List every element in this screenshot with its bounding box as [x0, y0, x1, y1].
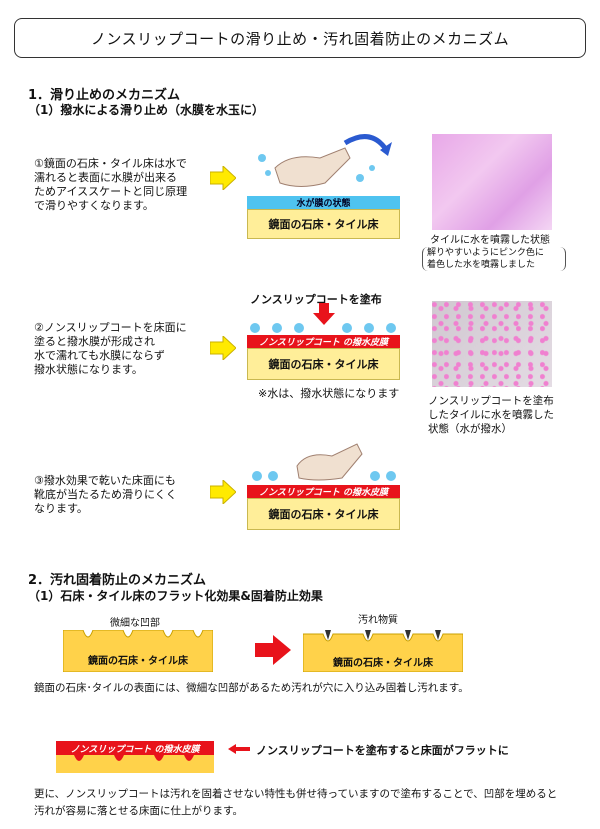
section2-subheading: （1）石床・タイル床のフラット化効果&固着防止効果	[28, 589, 323, 603]
section2-heading: 2．汚れ固着防止のメカニズム	[28, 573, 207, 588]
floor-layer: 鏡面の石床・タイル床	[247, 348, 400, 380]
repellent-film-layer: ノンスリップコート の撥水皮膜	[247, 335, 400, 348]
repellent-film-layer: ノンスリップコート の撥水皮膜	[247, 485, 400, 498]
step2-note: ※水は、撥水状態になります	[258, 387, 400, 400]
section1-heading: 1．滑り止めのメカニズム	[28, 88, 181, 103]
floor-label-left: 鏡面の石床・タイル床	[88, 656, 188, 667]
photo1-caption: タイルに水を噴霧した状態	[430, 235, 550, 246]
shoe-dry-illustration	[252, 443, 396, 481]
photo-repelled-water	[432, 301, 552, 387]
floor-with-dirt	[303, 630, 463, 672]
arrow-left-red-icon	[228, 744, 250, 754]
step3-text: ③撥水効果で乾いた床面にも 靴底が当たるため滑りにくく なります。	[34, 474, 177, 515]
closing-text: 更に、ノンスリップコートは汚れを固着させない特性も併せ待っていますので塗布するこ…	[34, 788, 558, 817]
flat-film-layer: ノンスリップコート の撥水皮膜	[56, 741, 214, 755]
recess-label: 微細な凹部	[110, 618, 160, 629]
arrow-down-icon	[313, 303, 335, 325]
floor-label-right: 鏡面の石床・タイル床	[333, 658, 433, 669]
step2-text: ②ノンスリップコートを床面に 塗ると撥水膜が形成され 水で濡れても水膜にならず …	[34, 321, 187, 376]
water-film-layer: 水が膜の状態	[247, 196, 400, 209]
photo1-note: 解りやすいようにピンク色に 着色した水を噴霧しました	[422, 247, 566, 271]
arrow-right-icon	[210, 480, 236, 504]
shoe-splash-illustration	[258, 134, 392, 187]
floor-layer: 鏡面の石床・タイル床	[247, 498, 400, 530]
page-title: ノンスリップコートの滑り止め・汚れ固着防止のメカニズム	[14, 18, 586, 58]
photo-pink-water	[432, 134, 552, 230]
flat-label: ノンスリップコートを塗布すると床面がフラットに	[256, 744, 509, 757]
arrow-right-red-icon	[255, 635, 291, 665]
dirt-label: 汚れ物質	[358, 615, 398, 626]
floor-layer: 鏡面の石床・タイル床	[247, 209, 400, 239]
water-droplets	[250, 323, 396, 333]
dirt-explanation: 鏡面の石床･タイルの表面には、微細な凹部があるため汚れが穴に入り込み固着し汚れま…	[34, 682, 469, 694]
arrow-right-icon	[210, 166, 236, 190]
apply-label: ノンスリップコートを塗布	[250, 293, 382, 306]
step1-text: ①鏡面の石床・タイル床は水で 濡れると表面に水膜が出来る ためアイススケートと同…	[34, 157, 188, 212]
floor-with-recesses	[63, 630, 213, 672]
arrow-right-icon	[210, 336, 236, 360]
photo2-caption: ノンスリップコートを塗布 したタイルに水を噴霧した 状態（水が撥水）	[428, 395, 554, 435]
section1-subheading: （1）撥水による滑り止め（水膜を水玉に）	[28, 103, 264, 117]
floor-filled-recesses	[56, 755, 214, 773]
